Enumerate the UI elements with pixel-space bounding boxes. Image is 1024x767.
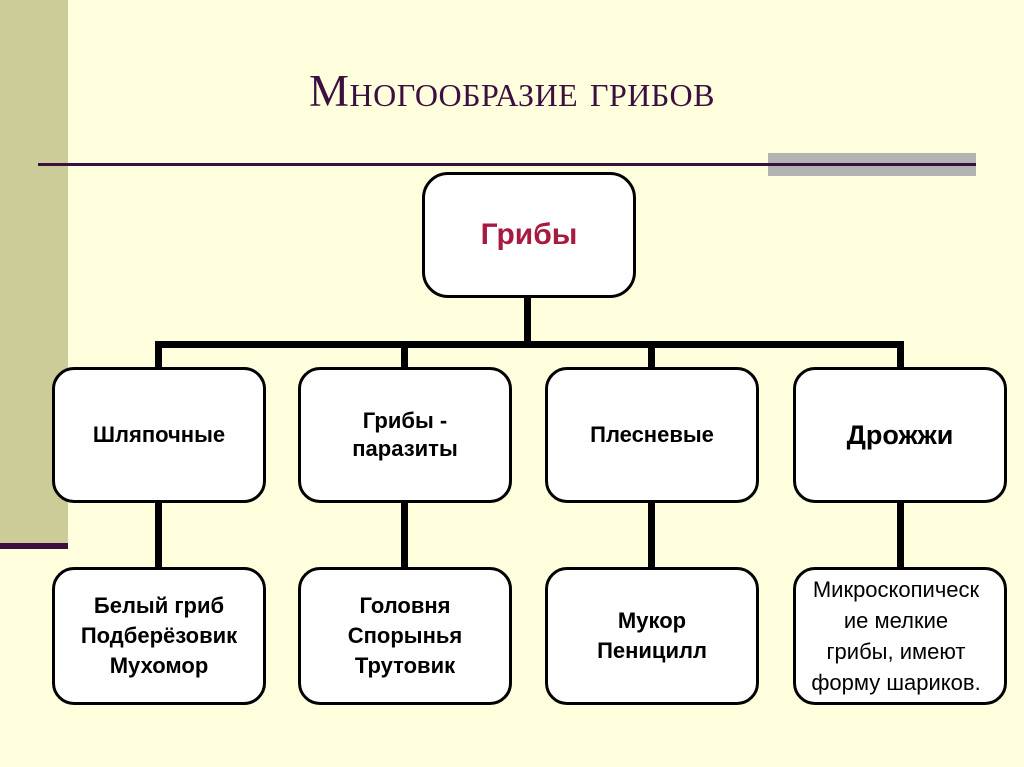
connector-drop-2 — [401, 341, 408, 368]
node-yeast-description-label: Микроскопическ ие мелкие грибы, имеют фо… — [811, 577, 981, 695]
node-parasite-fungi-examples[interactable]: Головня Спорынья Трутовик — [298, 567, 512, 705]
node-cap-fungi-examples-label: Белый гриб Подберёзовик Мухомор — [80, 593, 238, 678]
node-yeast-label: Дрожжи — [846, 419, 954, 450]
connector-horizontal-bus — [155, 341, 904, 348]
node-parasite-fungi[interactable]: Грибы - паразиты — [298, 367, 512, 503]
connector-lvl2-lvl3-2 — [401, 502, 408, 568]
connector-drop-1 — [155, 341, 162, 368]
connector-lvl2-lvl3-4 — [897, 502, 904, 568]
page-title: Многообразие грибов — [309, 66, 715, 116]
node-cap-fungi-label: Шляпочные — [92, 422, 226, 447]
node-mold-fungi-examples[interactable]: Мукор Пеницилл — [545, 567, 759, 705]
node-parasite-fungi-label: Грибы - паразиты — [352, 408, 458, 461]
connector-drop-4 — [897, 341, 904, 368]
left-accent-band-rule — [0, 543, 68, 549]
connector-lvl2-lvl3-3 — [648, 502, 655, 568]
node-mold-fungi[interactable]: Плесневые — [545, 367, 759, 503]
node-parasite-fungi-examples-label: Головня Спорынья Трутовик — [347, 593, 463, 678]
node-yeast-description[interactable]: Микроскопическ ие мелкие грибы, имеют фо… — [793, 567, 1007, 705]
node-root-fungi[interactable]: Грибы — [422, 172, 636, 298]
connector-drop-3 — [648, 341, 655, 368]
node-yeast[interactable]: Дрожжи — [793, 367, 1007, 503]
node-mold-fungi-examples-label: Мукор Пеницилл — [597, 608, 707, 663]
node-mold-fungi-label: Плесневые — [590, 422, 714, 447]
connector-root-stem — [524, 297, 531, 347]
node-root-label: Грибы — [480, 218, 578, 251]
header-divider-rule — [38, 163, 976, 166]
connector-lvl2-lvl3-1 — [155, 502, 162, 568]
node-cap-fungi[interactable]: Шляпочные — [52, 367, 266, 503]
node-cap-fungi-examples[interactable]: Белый гриб Подберёзовик Мухомор — [52, 567, 266, 705]
